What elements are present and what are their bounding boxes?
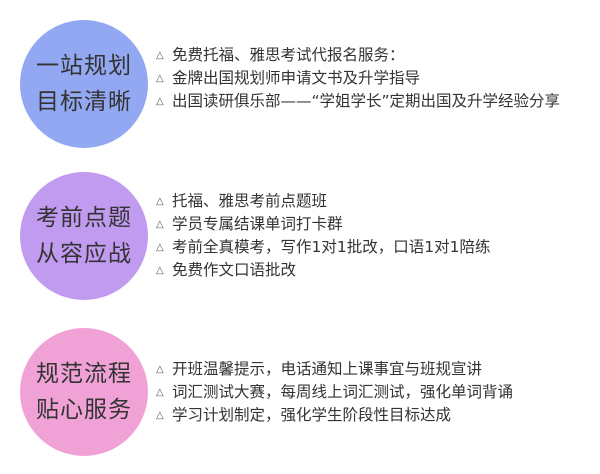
list-item-text: 考前全真模考，写作1对1批改，口语1对1陪练 <box>172 238 491 256</box>
feature-list-exam-prep: △ 托福、雅思考前点题班 △ 学员专属结课单词打卡群 △ 考前全真模考，写作1对… <box>156 190 490 282</box>
list-item-text: 托福、雅思考前点题班 <box>172 192 328 210</box>
triangle-bullet-icon: △ <box>156 265 164 276</box>
list-item-text: 出国读研俱乐部——“学姐学长”定期出国及升学经验分享 <box>172 92 561 110</box>
circle-title-line1: 考前点题 <box>36 205 132 231</box>
list-item: △ 考前全真模考，写作1对1批改，口语1对1陪练 <box>156 236 490 259</box>
circle-badge-exam-prep: 考前点题 从容应战 <box>20 172 148 300</box>
circle-title-line2: 目标清晰 <box>36 89 132 115</box>
list-item-text: 金牌出国规划师申请文书及升学指导 <box>172 69 421 87</box>
circle-title-line1: 一站规划 <box>36 53 132 79</box>
list-item: △ 金牌出国规划师申请文书及升学指导 <box>156 67 562 90</box>
list-item-text: 免费作文口语批改 <box>172 261 297 279</box>
list-item: △ 托福、雅思考前点题班 <box>156 190 490 213</box>
list-item-text: 免费托福、雅思考试代报名服务： <box>172 46 405 64</box>
triangle-bullet-icon: △ <box>156 73 164 84</box>
feature-list-service: △ 开班温馨提示，电话通知上课事宜与班规宣讲 △ 词汇测试大赛，每周线上词汇测试… <box>156 358 513 427</box>
triangle-bullet-icon: △ <box>156 387 164 398</box>
circle-title-line2: 从容应战 <box>36 241 132 267</box>
triangle-bullet-icon: △ <box>156 219 164 230</box>
list-item-text: 学员专属结课单词打卡群 <box>172 215 343 233</box>
list-item-text: 开班温馨提示，电话通知上课事宜与班规宣讲 <box>172 360 483 378</box>
list-item-text: 学习计划制定，强化学生阶段性目标达成 <box>172 406 452 424</box>
triangle-bullet-icon: △ <box>156 50 164 61</box>
list-item: △ 学员专属结课单词打卡群 <box>156 213 490 236</box>
circle-title-line2: 贴心服务 <box>36 397 132 423</box>
triangle-bullet-icon: △ <box>156 196 164 207</box>
list-item-text: 词汇测试大赛，每周线上词汇测试，强化单词背诵 <box>172 383 514 401</box>
triangle-bullet-icon: △ <box>156 410 164 421</box>
circle-title-line1: 规范流程 <box>36 361 132 387</box>
list-item: △ 出国读研俱乐部——“学姐学长”定期出国及升学经验分享 <box>156 90 562 113</box>
list-item: △ 学习计划制定，强化学生阶段性目标达成 <box>156 404 513 427</box>
list-item: △ 免费作文口语批改 <box>156 259 490 282</box>
list-item: △ 词汇测试大赛，每周线上词汇测试，强化单词背诵 <box>156 381 513 404</box>
list-item: △ 免费托福、雅思考试代报名服务： <box>156 44 562 67</box>
triangle-bullet-icon: △ <box>156 242 164 253</box>
feature-list-planning: △ 免费托福、雅思考试代报名服务： △ 金牌出国规划师申请文书及升学指导 △ 出… <box>156 44 562 113</box>
circle-badge-service: 规范流程 贴心服务 <box>20 328 148 456</box>
list-item: △ 开班温馨提示，电话通知上课事宜与班规宣讲 <box>156 358 513 381</box>
circle-badge-planning: 一站规划 目标清晰 <box>20 20 148 148</box>
triangle-bullet-icon: △ <box>156 96 164 107</box>
triangle-bullet-icon: △ <box>156 364 164 375</box>
